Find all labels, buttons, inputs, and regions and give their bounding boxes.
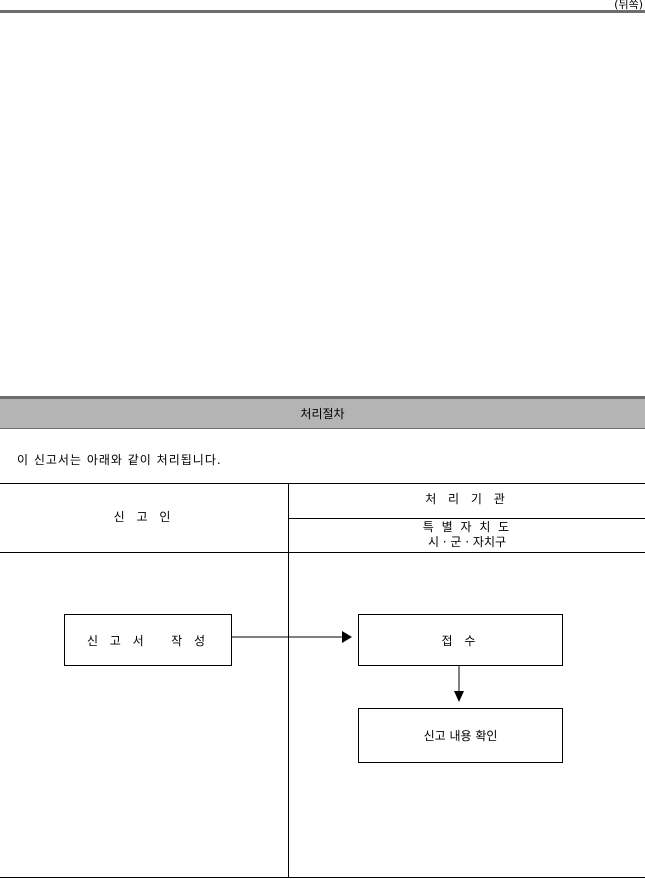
step-write-report: 신 고 서 작 성 [64,614,232,666]
procedure-note: 이 신고서는 아래와 같이 처리됩니다. [17,453,222,467]
agency-sub-rule [289,518,645,519]
step-confirm-label: 신고 내용 확인 [423,729,498,743]
step-write-report-label: 신 고 서 작 성 [86,633,210,648]
table-top-rule [0,483,645,484]
agency-line-2: 시 · 군 · 자치구 [427,535,507,549]
step-receive: 접 수 [358,614,563,666]
top-divider [0,10,645,13]
agency-line-1: 특 별 자 치 도 [422,520,512,534]
applicant-column-header: 신 고 인 [113,510,175,524]
agency-column-header: 처 리 기 관 [425,492,509,506]
table-bottom-rule [0,877,645,878]
page-side-label: (뒤쪽) [614,0,643,11]
column-divider [288,483,289,878]
arrowhead-down [454,691,464,702]
procedure-header: 처리절차 [0,396,645,429]
step-receive-label: 접 수 [441,633,480,648]
header-bottom-rule [0,552,645,553]
step-confirm: 신고 내용 확인 [358,708,563,763]
arrowhead-right [342,631,352,643]
procedure-title: 처리절차 [300,407,345,421]
